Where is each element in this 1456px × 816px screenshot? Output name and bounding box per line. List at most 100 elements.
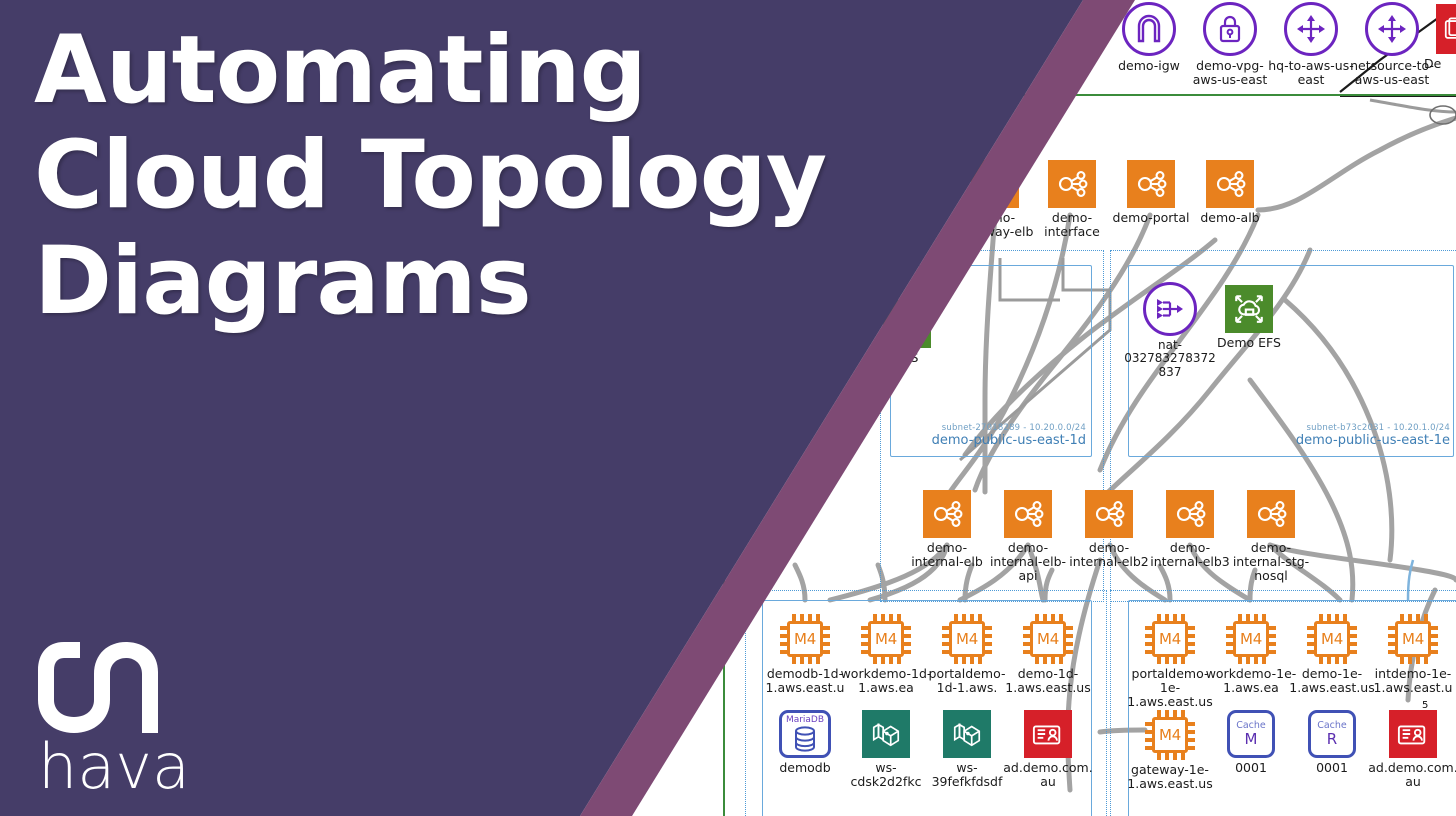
brand-logo: hava bbox=[34, 634, 224, 797]
ec2-instance-icon: M4 bbox=[1145, 710, 1195, 760]
container-node-ws-39fefkfdsdf[interactable]: ws-39fefkfdsdf bbox=[921, 710, 1013, 789]
elb-node-demo-internal-elb3[interactable]: demo-internal-elb3 bbox=[1144, 490, 1236, 569]
directory-icon bbox=[1024, 710, 1072, 758]
ec2-node-workdemo-1d[interactable]: M4 workdemo-1d-1.aws.ea bbox=[840, 614, 932, 695]
elb-node-demo-internal-elb2[interactable]: demo-internal-elb2 bbox=[1063, 490, 1155, 569]
elb-label: demo-internal-stg-nosql bbox=[1232, 540, 1310, 583]
instance-type: M4 bbox=[875, 630, 897, 648]
directory-node-ad-demo-right[interactable]: 5 ad.demo.com.au bbox=[1367, 700, 1456, 789]
efs-node-demo-efs[interactable]: Demo EFS bbox=[1203, 285, 1295, 350]
elb-label: demo-internal-elb3 bbox=[1150, 540, 1230, 569]
ec2-instance-icon: M4 bbox=[1307, 614, 1357, 664]
directory-node-ad-demo-left[interactable]: ad.demo.com.au bbox=[1002, 710, 1094, 789]
container-node-ws-cdsk2d2fkc[interactable]: ws-cdsk2d2fkc bbox=[840, 710, 932, 789]
instance-type: M4 bbox=[1402, 630, 1424, 648]
ec2-label: intdemo-1e-1.aws.east.u bbox=[1373, 666, 1453, 695]
elb-node-demo-internal-stg-nosql[interactable]: demo-internal-stg-nosql bbox=[1225, 490, 1317, 583]
page-title: Automating Cloud Topology Diagrams bbox=[34, 18, 894, 334]
instance-type: M4 bbox=[1037, 630, 1059, 648]
elb-label: demo-internal-elb2 bbox=[1069, 540, 1149, 569]
ec2-label: workdemo-1d-1.aws.ea bbox=[840, 666, 932, 695]
gateway-label: De bbox=[1424, 56, 1442, 71]
gateway-node-demo-vpg[interactable]: demo-vpg-aws-us-east bbox=[1184, 2, 1276, 87]
ec2-label: portaldemo-1d-1.aws. bbox=[928, 666, 1006, 695]
gateway-node-clipped[interactable]: De bbox=[1424, 4, 1456, 71]
directory-icon bbox=[1436, 4, 1456, 54]
efs-label: EFS bbox=[895, 350, 919, 365]
instance-type: M4 bbox=[794, 630, 816, 648]
gateway-node-hq-to-aws[interactable]: hq-to-aws-us-east bbox=[1265, 2, 1357, 87]
cache-caption: Cache bbox=[1236, 720, 1266, 731]
efs-icon bbox=[1225, 285, 1273, 333]
efs-label: Demo EFS bbox=[1217, 335, 1281, 350]
brand-name: hava bbox=[38, 730, 190, 803]
ec2-label: demo-1e-1.aws.east.us bbox=[1289, 666, 1375, 695]
elb-node-demo-alb[interactable]: demo-alb bbox=[1184, 160, 1276, 225]
ec2-node-demo-1e[interactable]: M4 demo-1e-1.aws.east.us bbox=[1286, 614, 1378, 695]
ec2-node-demodb-1d[interactable]: M4 demodb-1d-1.aws.east.u bbox=[759, 614, 851, 695]
ec2-node-portaldemo-1e[interactable]: M4 portaldemo-1e-1.aws.east.us bbox=[1124, 614, 1216, 709]
rds-node-demodb[interactable]: MariaDB demodb bbox=[759, 710, 851, 775]
region-boundary-line bbox=[1340, 96, 1456, 97]
elb-icon bbox=[1085, 490, 1133, 538]
ec2-label: demodb-1d-1.aws.east.u bbox=[765, 666, 845, 695]
hava-logo-mark bbox=[38, 642, 158, 733]
ec2-node-portaldemo-1d[interactable]: M4 portaldemo-1d-1.aws. bbox=[921, 614, 1013, 695]
instance-type: M4 bbox=[956, 630, 978, 648]
elb-node-demo-internal-elb-api[interactable]: demo-internal-elb-api bbox=[982, 490, 1074, 583]
gateway-node-netsource[interactable]: netsource-to-aws-us-east bbox=[1346, 2, 1438, 87]
nat-gateway-label: nat-032783278372837 bbox=[1124, 338, 1216, 379]
vpn-connection-icon bbox=[1284, 2, 1338, 56]
ec2-label: demo-1d-1.aws.east.us bbox=[1005, 666, 1091, 695]
cache-variant: R bbox=[1326, 729, 1338, 748]
cache-caption: Cache bbox=[1317, 720, 1347, 731]
elasticache-label: 0001 bbox=[1316, 760, 1348, 775]
instance-type: M4 bbox=[1240, 630, 1262, 648]
vpn-connection-icon bbox=[1365, 2, 1419, 56]
gateway-node-demo-igw[interactable]: demo-igw bbox=[1103, 2, 1195, 73]
elb-icon bbox=[1206, 160, 1254, 208]
ec2-node-demo-1d[interactable]: M4 demo-1d-1.aws.east.us bbox=[1002, 614, 1094, 695]
directory-label: ad.demo.com.au bbox=[1368, 760, 1456, 789]
ec2-instance-icon: M4 bbox=[1023, 614, 1073, 664]
elasticache-node-memcached[interactable]: Cache M 0001 bbox=[1205, 710, 1297, 775]
nat-gateway-node[interactable]: nat-032783278372837 bbox=[1124, 282, 1216, 379]
ec2-label: portaldemo-1e-1.aws.east.us bbox=[1127, 666, 1213, 709]
elb-icon bbox=[1127, 160, 1175, 208]
mariadb-icon: MariaDB bbox=[779, 710, 831, 758]
elb-icon bbox=[1004, 490, 1052, 538]
elasticache-node-redis[interactable]: Cache R 0001 bbox=[1286, 710, 1378, 775]
gateway-label: hq-to-aws-us-east bbox=[1268, 58, 1354, 87]
container-label: ws-39fefkfdsdf bbox=[931, 760, 1003, 789]
ec2-instance-icon: M4 bbox=[1145, 614, 1195, 664]
title-line-1: Automating bbox=[34, 16, 647, 125]
elb-icon bbox=[1048, 160, 1096, 208]
mariadb-caption: MariaDB bbox=[785, 715, 825, 725]
title-line-2: Cloud Topology bbox=[34, 121, 827, 231]
ec2-node-gateway-1e[interactable]: M4 gateway-1e-1.aws.east.us bbox=[1124, 710, 1216, 791]
public-subnet-1e-label: subnet-b73c2031 - 10.20.1.0/24 demo-publ… bbox=[1295, 423, 1450, 448]
elasticache-label: 0001 bbox=[1235, 760, 1267, 775]
elasticache-redis-icon: Cache R bbox=[1308, 710, 1356, 758]
gateway-label: demo-igw bbox=[1118, 58, 1180, 73]
ec2-label: gateway-1e-1.aws.east.us bbox=[1127, 762, 1213, 791]
ec2-label: workdemo-1e-1.aws.ea bbox=[1205, 666, 1297, 695]
gateway-label: demo-vpg-aws-us-east bbox=[1192, 58, 1268, 87]
container-label: ws-cdsk2d2fkc bbox=[850, 760, 922, 789]
directory-label: ad.demo.com.au bbox=[1003, 760, 1093, 789]
elb-label: demo-internal-elb bbox=[911, 540, 983, 569]
elb-label: demo-internal-elb-api bbox=[989, 540, 1067, 583]
container-icon bbox=[943, 710, 991, 758]
elb-node-demo-internal-elb[interactable]: demo-internal-elb bbox=[901, 490, 993, 569]
instance-type: M4 bbox=[1159, 726, 1181, 744]
ec2-instance-icon: M4 bbox=[1388, 614, 1438, 664]
ec2-node-workdemo-1e[interactable]: M4 workdemo-1e-1.aws.ea bbox=[1205, 614, 1297, 695]
instance-type: M4 bbox=[1321, 630, 1343, 648]
container-icon bbox=[862, 710, 910, 758]
elasticache-memcached-icon: Cache M bbox=[1227, 710, 1275, 758]
ec2-instance-icon: M4 bbox=[942, 614, 992, 664]
cache-variant: M bbox=[1244, 729, 1258, 748]
ec2-instance-icon: M4 bbox=[861, 614, 911, 664]
ec2-node-intdemo-1e[interactable]: M4 intdemo-1e-1.aws.east.u bbox=[1367, 614, 1456, 695]
